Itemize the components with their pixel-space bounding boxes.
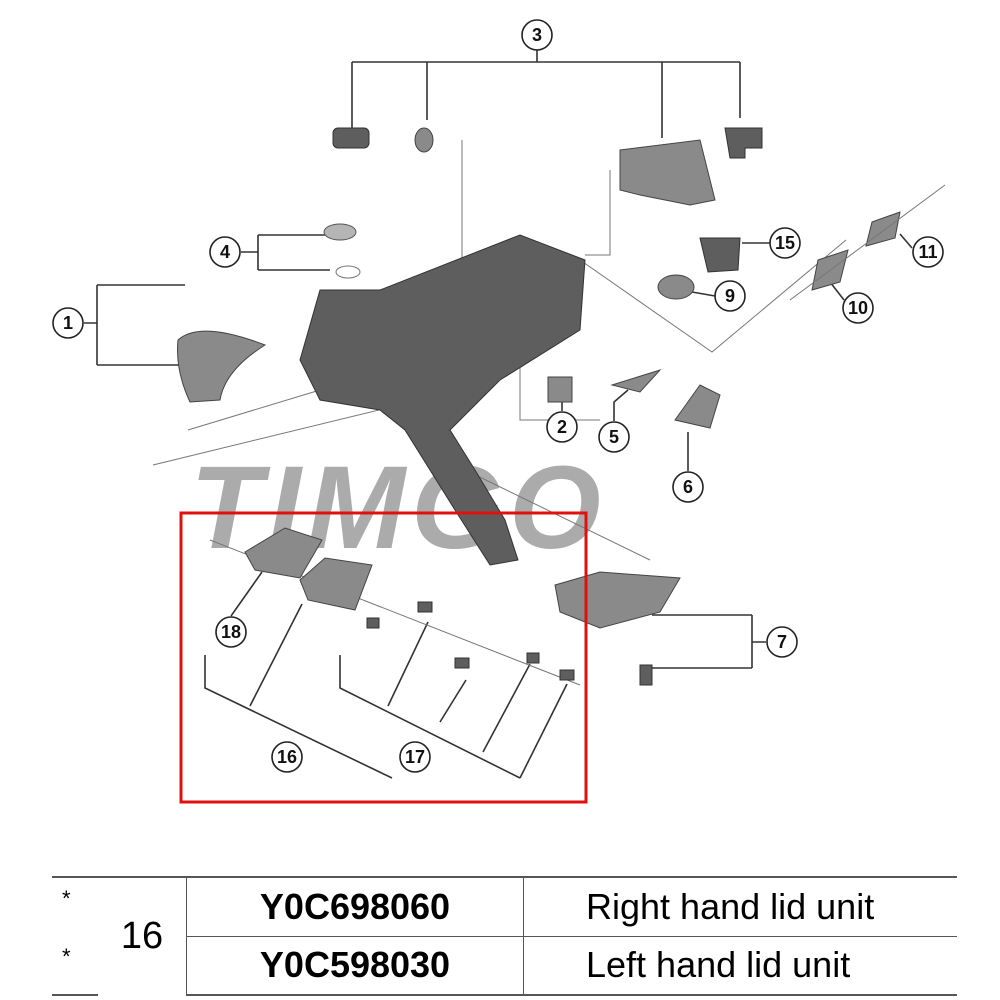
callout-16: 16	[271, 741, 303, 773]
parts-table: * 16 Y0C698060 Right hand lid unit * Y0C…	[52, 876, 957, 996]
svg-text:17: 17	[405, 747, 425, 767]
callout-4: 4	[209, 236, 241, 268]
part-description: Right hand lid unit	[523, 876, 957, 937]
part-cap	[323, 223, 357, 241]
part-bolt	[332, 127, 370, 149]
callout-3: 3	[521, 19, 553, 51]
part-code: Y0C698060	[186, 876, 524, 937]
svg-text:1: 1	[63, 313, 73, 333]
callout-15: 15	[769, 227, 801, 259]
row-mark: *	[52, 936, 98, 996]
leader-lines	[84, 50, 913, 779]
callout-10: 10	[842, 292, 874, 324]
svg-text:15: 15	[775, 233, 795, 253]
part-block	[547, 376, 573, 403]
part-cable	[789, 184, 946, 301]
svg-text:7: 7	[777, 632, 787, 652]
part-main-body	[299, 234, 586, 566]
callout-5: 5	[598, 421, 630, 453]
part-spring	[610, 368, 662, 393]
part-description: Left hand lid unit	[523, 936, 957, 996]
part-bushing	[699, 237, 741, 273]
part-code: Y0C598030	[186, 936, 524, 996]
callout-17: 17	[399, 741, 431, 773]
row-mark: *	[52, 876, 98, 936]
svg-text:2: 2	[557, 417, 567, 437]
part-washer	[414, 127, 434, 153]
callout-18: 18	[215, 616, 247, 648]
ref-number: 16	[98, 876, 187, 995]
part-lever-cover	[177, 330, 267, 403]
svg-text:10: 10	[848, 298, 868, 318]
svg-text:5: 5	[609, 427, 619, 447]
part-ring	[657, 274, 695, 300]
callout-11: 11	[912, 236, 944, 268]
part-lid-plate-1	[244, 527, 323, 579]
highlight-box	[179, 511, 588, 804]
table-row: * 16 Y0C698060 Right hand lid unit	[52, 876, 957, 995]
svg-text:11: 11	[918, 242, 937, 262]
callout-1: 1	[52, 307, 84, 339]
svg-text:18: 18	[221, 622, 241, 642]
svg-text:6: 6	[683, 477, 693, 497]
callout-6: 6	[672, 471, 704, 503]
parts	[177, 127, 946, 686]
svg-text:3: 3	[532, 25, 542, 45]
part-clamp-bolt	[724, 127, 763, 159]
part-cable-sleeves	[811, 211, 901, 291]
callout-9: 9	[714, 280, 746, 312]
exploded-parts-diagram: TIMGO 3	[52, 19, 946, 804]
part-clamp-band	[619, 139, 716, 206]
callout-7: 7	[766, 626, 798, 658]
callout-2: 2	[546, 411, 578, 443]
svg-text:9: 9	[725, 286, 735, 306]
part-bottom-cover	[554, 571, 681, 629]
part-pawl	[674, 384, 721, 429]
table-row: * Y0C598030 Left hand lid unit	[52, 936, 957, 996]
part-o-ring	[335, 265, 361, 279]
svg-text:16: 16	[277, 747, 297, 767]
svg-text:4: 4	[220, 242, 230, 262]
part-screws	[366, 601, 653, 686]
part-lid-plate-2	[299, 557, 373, 611]
